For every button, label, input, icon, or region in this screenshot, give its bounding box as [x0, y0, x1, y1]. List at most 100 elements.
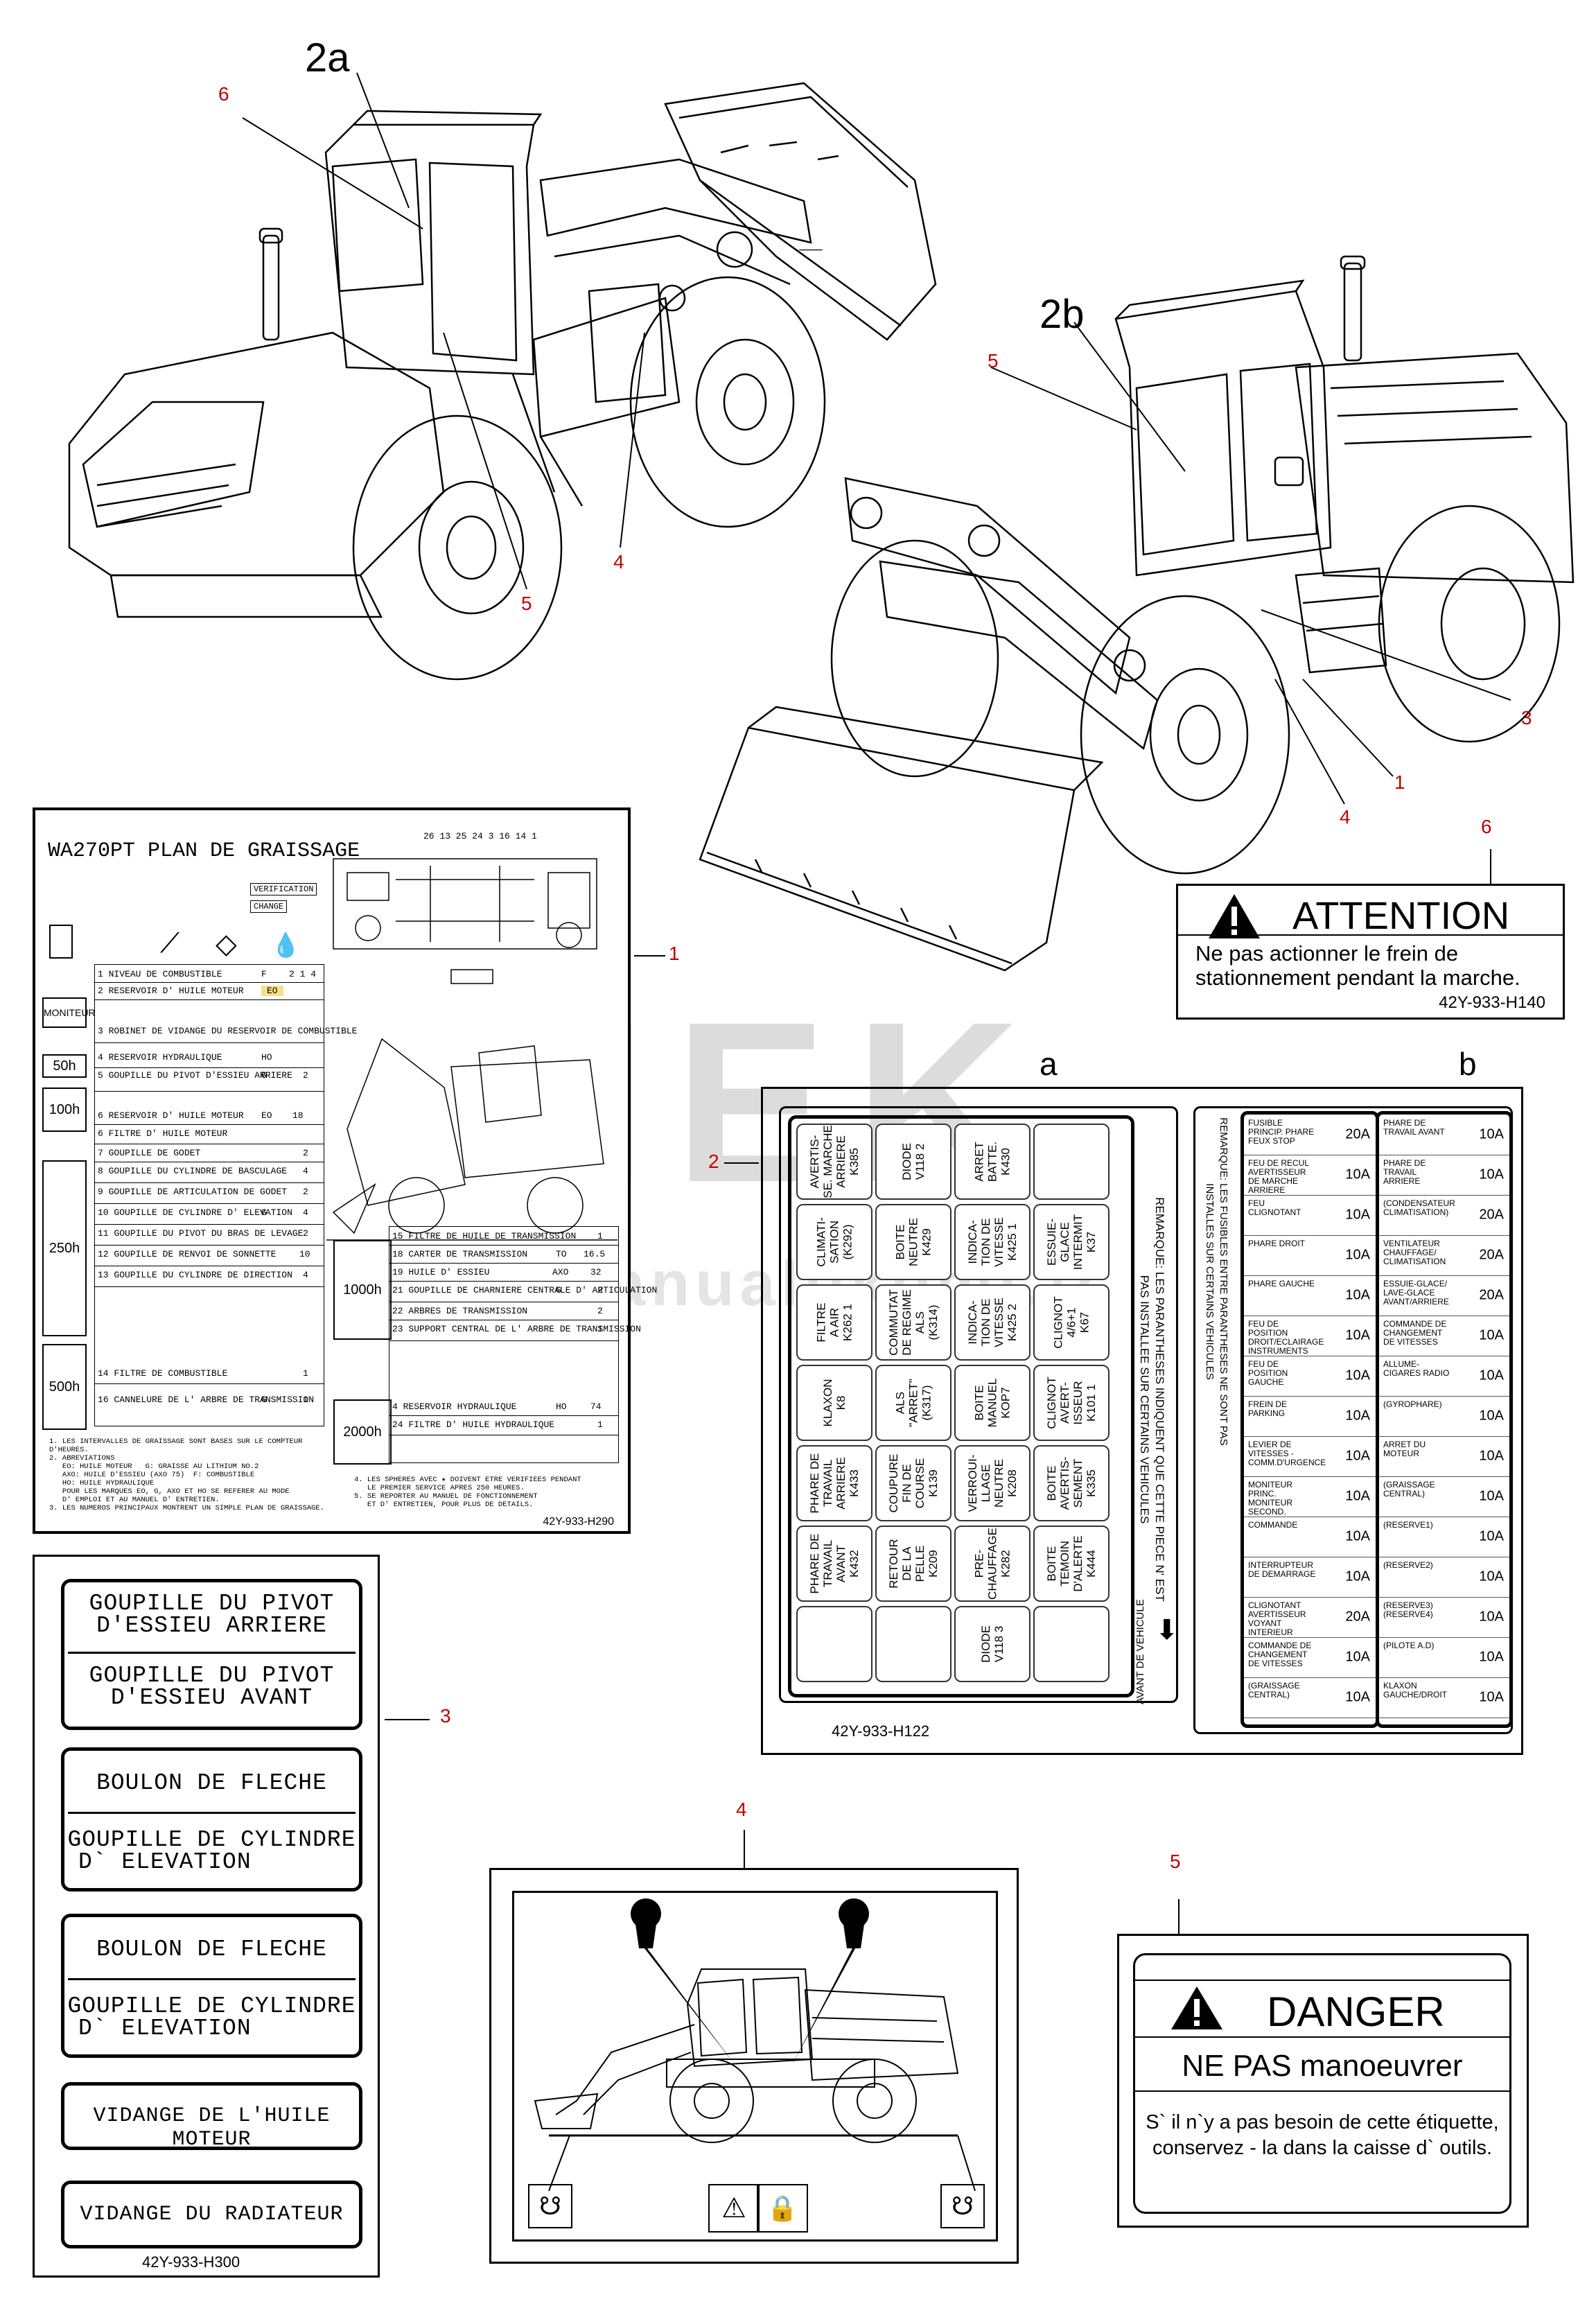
- fuse-slot-label: PHARE DE TRAVAIL AVANT K432: [808, 1533, 861, 1594]
- wheel-loader-rear-view: [68, 82, 937, 681]
- callout-2a: 2a: [305, 35, 350, 80]
- fuse-row-amp: 10A: [1479, 1649, 1504, 1665]
- label-vidange-radiateur: VIDANGE DU RADIATEUR: [61, 2181, 362, 2248]
- label-text: BOULON DE FLECHE: [96, 1937, 327, 1962]
- attention-title: ATTENTION: [1292, 893, 1510, 937]
- leader-3-panel: [385, 1719, 430, 1720]
- loader-decal-inner: ☋ ⚠ 🔒 ☋: [512, 1891, 998, 2242]
- fuse-row: (GRAISSAGE CENTRAL) 10A: [1244, 1677, 1376, 1718]
- callout-2-panel: 2: [708, 1151, 719, 1172]
- fuse-slot: KLAXON K8: [796, 1365, 872, 1441]
- fuse-row-name: ARRET DU MOTEUR: [1383, 1440, 1426, 1458]
- grease-row-code: G: [261, 1207, 267, 1218]
- danger-header: DANGER: [1135, 1980, 1509, 2038]
- danger-line2: conservez - la dans la caisse d` outils.: [1152, 2137, 1492, 2159]
- leader-4-panel: [744, 1830, 745, 1868]
- fuse-row: (RESERVE1)10A: [1379, 1517, 1509, 1557]
- fuse-slot: PHARE DE TRAVAIL AVANT K432: [796, 1526, 872, 1602]
- callout-5-right: 5: [988, 350, 999, 372]
- grease-row: 12 GOUPILLE DE RENVOI DE SONNETTE: [98, 1249, 277, 1259]
- fuse-row-amp: 10A: [1345, 1528, 1370, 1544]
- attention-code: 42Y-933-H140: [1439, 993, 1545, 1012]
- grease-row: 11 GOUPILLE DU PIVOT DU BRAS DE LEVAGE: [98, 1228, 304, 1239]
- danger-line1: S` il n`y a pas besoin de cette étiquett…: [1146, 2111, 1499, 2133]
- fuse-row-amp: 10A: [1479, 1609, 1504, 1625]
- grease-row-qty: 74: [590, 1401, 602, 1412]
- attention-line2: stationnement pendant la marche.: [1195, 966, 1520, 990]
- grease-notes-right: 4. LES SPHERES AVEC ★ DOIVENT ETRE VERIF…: [354, 1476, 581, 1509]
- callout-3-panel: 3: [440, 1705, 451, 1727]
- period-500h: 500h: [42, 1344, 87, 1430]
- grease-row-code: G: [261, 1070, 267, 1081]
- grease-row-code: F: [261, 969, 267, 979]
- fuse-row-amp: 20A: [1345, 1126, 1370, 1142]
- grease-row-qty: 2 1 4: [289, 969, 317, 979]
- oil-drop-icon: 💧: [271, 932, 301, 959]
- fuse-slot: [1033, 1606, 1110, 1682]
- fuse-row-amp: 10A: [1345, 1247, 1370, 1263]
- grease-row-code: G: [261, 1395, 267, 1405]
- period-1000h: 1000h: [333, 1240, 392, 1340]
- grease-row: 4 RESERVOIR HYDRAULIQUE: [98, 1052, 222, 1063]
- callout-1-panel: 1: [669, 943, 680, 964]
- grease-row-code: EO: [261, 1110, 272, 1121]
- warning-triangle-icon: [1209, 894, 1260, 938]
- fuse-row-amp: 10A: [1479, 1368, 1504, 1383]
- grease-row: 3 ROBINET DE VIDANGE DU RESERVOIR DE COM…: [98, 1026, 358, 1036]
- fuse-row-amp: 10A: [1345, 1287, 1370, 1303]
- fuse-row-name: VENTILATEUR CHAUFFAGE/ CLIMATISATION: [1383, 1239, 1446, 1266]
- fuse-slot: [796, 1606, 872, 1682]
- fuse-row-amp: 10A: [1345, 1368, 1370, 1383]
- fuse-row-name: LEVIER DE VITESSES -COMM.D'URGENCE: [1248, 1440, 1326, 1467]
- fuse-row: (RESERVE3) (RESERVE4)10A: [1379, 1597, 1509, 1638]
- fuse-slot: AVERTIS- SE. MARCHE ARRIERE K385: [796, 1124, 872, 1200]
- fuse-row-amp: 10A: [1345, 1689, 1370, 1705]
- callout-a: a: [1040, 1046, 1058, 1082]
- verif-label: VERIFICATION: [250, 883, 317, 896]
- leader-lines-top-left: [242, 72, 645, 590]
- grease-row-qty: 32: [590, 1267, 602, 1277]
- period-50h: 50h: [42, 1054, 87, 1078]
- fuse-slot: DIODE V118 2: [875, 1124, 952, 1200]
- fuse-row-name: ALLUME-CIGARES RADIO: [1383, 1359, 1450, 1378]
- fuse-slot: [1033, 1124, 1110, 1200]
- fuse-row: ALLUME-CIGARES RADIO 10A: [1379, 1356, 1509, 1397]
- fuse-row-amp: 10A: [1345, 1167, 1370, 1182]
- grease-row: 9 GOUPILLE DE ARTICULATION DE GODET: [98, 1187, 288, 1197]
- callout-1-right: 1: [1394, 771, 1405, 793]
- grease-row: 22 ARBRES DE TRANSMISSION: [392, 1306, 528, 1316]
- grease-row: 24 FILTRE D' HUILE HYDRAULIQUE: [392, 1419, 555, 1430]
- fuse-b-note-2: INSTALLES SUR CERTAINS VEHICULES: [1204, 1183, 1216, 1380]
- fuse-row-amp: 10A: [1345, 1649, 1370, 1665]
- label-text: D'ESSIEU ARRIERE: [96, 1613, 327, 1639]
- fuse-row-amp: 20A: [1479, 1247, 1504, 1263]
- grease-row-code: G: [556, 1285, 561, 1295]
- leader-lines-top-right: [990, 322, 1511, 805]
- fuse-a-note-1: REMARQUE: LES PARANTHESES INDIQUENT QUE …: [1153, 1197, 1166, 1602]
- labels-3-code: 42Y-933-H300: [142, 2253, 240, 2271]
- fuse-row-name: COMMANDE: [1248, 1520, 1298, 1530]
- callout-6-top: 6: [218, 83, 229, 105]
- fuse-row-name: ESSUIE-GLACE/ LAVE-GLACE AVANT/ARRIERE: [1383, 1279, 1449, 1307]
- grease-row-qty: 1: [597, 1324, 603, 1334]
- fuse-slot-label: PHARE DE TRAVAIL ARRIERE K433: [808, 1453, 861, 1514]
- lock-icon: 🔒: [757, 2184, 808, 2233]
- period-100h: 100h: [42, 1087, 87, 1132]
- fuse-row: COMMANDE DE CHANGEMENT DE VITESSES 10A: [1244, 1637, 1376, 1678]
- danger-title: DANGER: [1267, 1989, 1445, 2035]
- fuse-row-name: INTERRUPTEUR DE DEMARRAGE: [1248, 1560, 1316, 1579]
- fuse-row-amp: 10A: [1345, 1569, 1370, 1584]
- fuse-row-name: (GRAISSAGE CENTRAL): [1248, 1681, 1300, 1700]
- danger-sep: [1135, 2090, 1509, 2092]
- fuse-row: FEU DE RECUL AVERTISSEUR DE MARCHE ARRIE…: [1244, 1155, 1376, 1196]
- fuse-a-side-text: REMARQUE: LES PARANTHESES INDIQUENT QUE …: [1131, 1122, 1173, 1663]
- fuse-row-amp: 10A: [1479, 1488, 1504, 1504]
- fuse-row-name: COMMANDE DE CHANGEMENT DE VITESSES: [1248, 1641, 1312, 1668]
- grease-row-qty: 4: [303, 1207, 308, 1218]
